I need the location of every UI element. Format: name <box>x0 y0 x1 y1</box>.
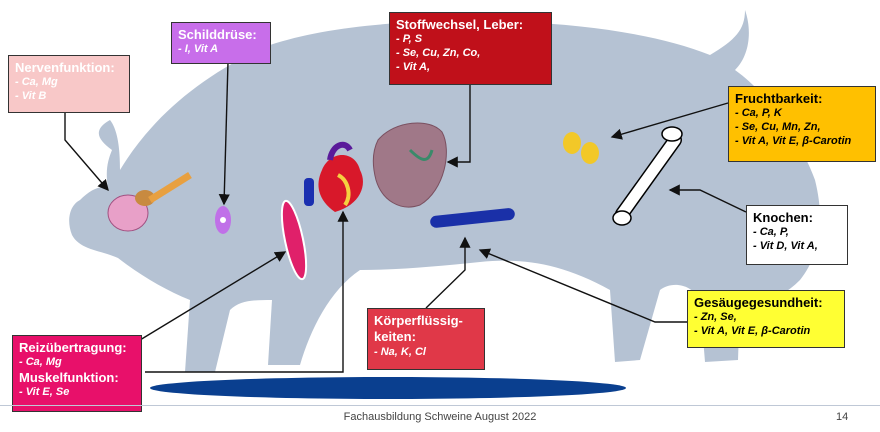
box-line: - Ca, P, <box>753 226 789 239</box>
box-gesaeugegesundheit: Gesäugegesundheit: - Zn, Se, - Vit A, Vi… <box>687 290 845 348</box>
box-line: - Zn, Se, <box>694 311 737 324</box>
box-title: Reizübertragung: <box>19 340 127 355</box>
pig-silhouette <box>69 10 821 372</box>
bone-shape <box>612 126 683 226</box>
footer-divider <box>0 405 880 406</box>
arrow-stoff <box>446 85 471 168</box>
box-title: keiten: <box>374 329 416 345</box>
arrow-koerper <box>425 236 471 309</box>
box-nervenfunktion: Nervenfunktion: - Ca, Mg - Vit B <box>8 55 130 113</box>
footer-text: Fachausbildung Schweine August 2022 <box>343 411 537 423</box>
box-stoffwechsel: Stoffwechsel, Leber: - P, S - Se, Cu, Zn… <box>389 12 552 85</box>
box-title: Körperflüssig- <box>374 313 463 328</box>
arrow-reiz-heart <box>145 210 349 373</box>
arrow-nerven <box>64 112 109 192</box>
box-line: - Vit A, Vit E, β-Carotin <box>694 325 811 337</box>
box-line: - Vit B <box>15 90 47 102</box>
ground-shadow <box>150 377 626 399</box>
box-title: Nervenfunktion: <box>15 60 115 75</box>
heart-shape <box>304 141 363 212</box>
box-title: Muskelfunktion: <box>19 370 119 385</box>
box-line: - Ca, Mg <box>15 76 58 89</box>
box-line: - I, Vit A <box>178 43 219 56</box>
box-line: - Vit D, Vit A, <box>753 240 818 252</box>
box-title: Gesäugegesundheit: <box>694 295 823 310</box>
box-line: - Vit A, <box>396 60 431 73</box>
arrow-reiz-muscle <box>139 251 287 341</box>
box-fruchtbarkeit: Fruchtbarkeit: - Ca, P, K - Se, Cu, Mn, … <box>728 86 876 162</box>
arrow-schild <box>218 61 230 206</box>
box-title: Schilddrüse: <box>178 27 257 42</box>
muscle-shape <box>280 199 308 281</box>
box-schilddruese: Schilddrüse: - I, Vit A <box>171 22 271 64</box>
ovary-shape <box>563 132 581 154</box>
box-reizuebertragung: Reizübertragung: - Ca, Mg Muskelfunktion… <box>12 335 142 412</box>
brain-shape <box>107 172 192 232</box>
liver-shape <box>372 122 447 208</box>
box-knochen: Knochen: - Ca, P, - Vit D, Vit A, <box>746 205 848 265</box>
box-line: - Ca, Mg <box>19 356 62 369</box>
box-title: Fruchtbarkeit: <box>735 91 823 106</box>
arrow-frucht <box>610 102 729 140</box>
box-line: - Vit E, Se <box>19 386 70 399</box>
vessel-shape <box>430 208 515 228</box>
box-title: Stoffwechsel, Leber: <box>396 17 524 32</box>
page-number: 14 <box>836 411 849 423</box>
arrow-knochen <box>668 184 747 213</box>
box-line: - Ca, P, K <box>735 107 782 120</box>
box-line: - Se, Cu, Zn, Co, <box>396 47 481 59</box>
arrow-gesaeuge <box>478 248 687 323</box>
box-line: - Se, Cu, Mn, Zn, <box>735 121 821 133</box>
box-koerperfluessigkeiten: Körperflüssig- keiten: - Na, K, Cl <box>367 308 485 370</box>
box-line: - Na, K, Cl <box>374 345 426 358</box>
box-line: - Vit A, Vit E, β-Carotin <box>735 134 852 147</box>
box-title: Knochen: <box>753 210 813 225</box>
box-line: - P, S <box>396 33 423 46</box>
